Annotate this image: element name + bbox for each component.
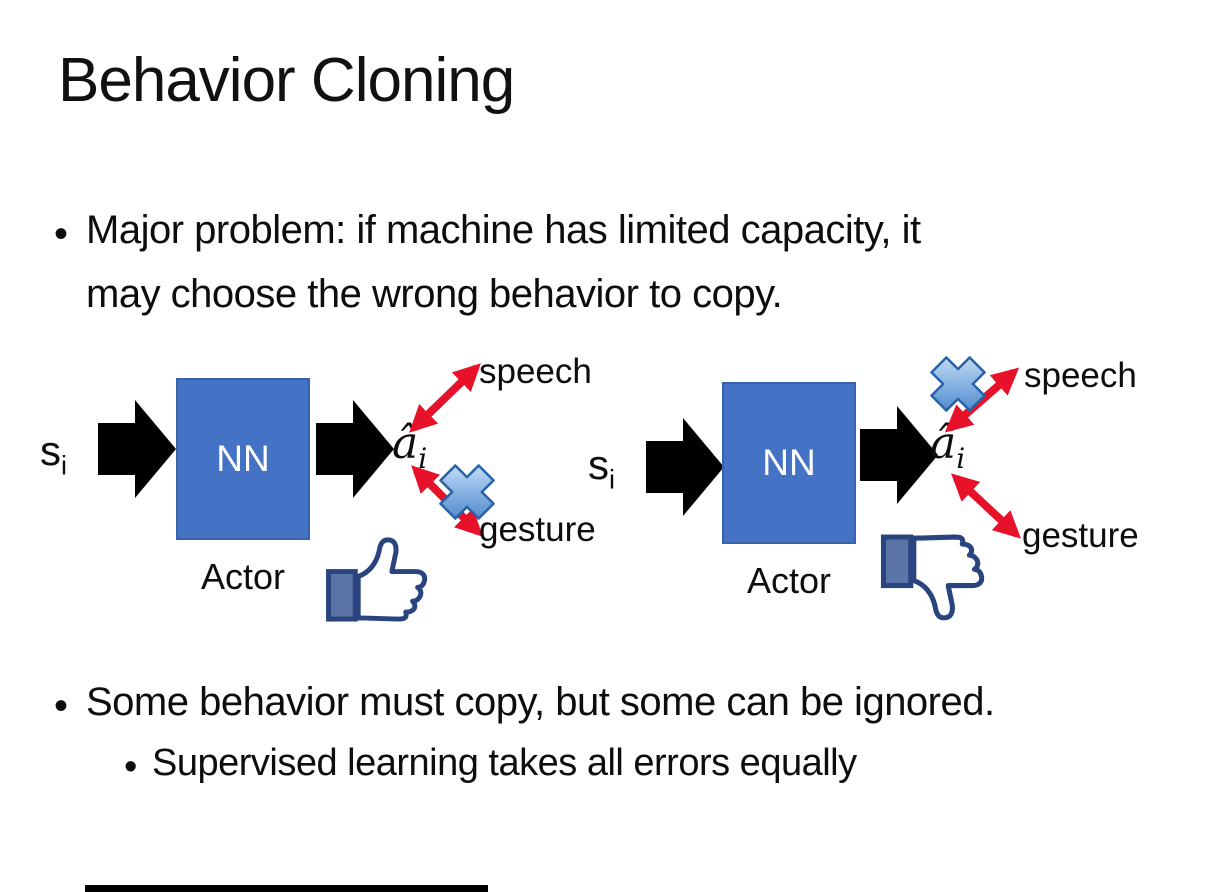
bullet-marker: • — [54, 212, 68, 256]
nn-label: NN — [762, 442, 816, 483]
bottom-crop-bar — [85, 885, 488, 892]
speech-arrow-icon — [944, 367, 1020, 433]
speech-label: speech — [479, 352, 592, 391]
state-input-label: si — [40, 427, 67, 481]
actor-label: Actor — [746, 560, 832, 601]
flow-arrow-icon — [860, 406, 938, 504]
speech-label: speech — [1024, 356, 1137, 395]
nn-box: NN — [176, 378, 310, 540]
nn-box: NN — [722, 382, 856, 544]
flow-arrow-icon — [646, 418, 724, 516]
state-input-label: si — [588, 441, 615, 495]
cross-icon — [918, 344, 998, 424]
bullet-marker: • — [54, 684, 68, 728]
bullet-marker: • — [124, 746, 137, 788]
thumbs-down-icon — [878, 532, 990, 628]
flow-arrow-icon — [98, 400, 176, 498]
speech-arrow-icon — [409, 363, 481, 433]
gesture-arrow-icon — [951, 473, 1021, 539]
flow-arrow-icon — [316, 400, 394, 498]
thumbs-up-icon — [322, 530, 434, 624]
nn-label: NN — [216, 438, 270, 479]
bullet-main1-line2: may choose the wrong behavior to copy. — [86, 272, 783, 316]
gesture-label: gesture — [479, 510, 596, 549]
page-title: Behavior Cloning — [58, 46, 515, 115]
bullet-main1-line1: Major problem: if machine has limited ca… — [86, 208, 921, 252]
actor-label: Actor — [200, 556, 286, 597]
bullet-main2: Some behavior must copy, but some can be… — [86, 680, 995, 724]
gesture-label: gesture — [1022, 516, 1139, 555]
bullet-sub1: Supervised learning takes all errors equ… — [152, 742, 857, 784]
